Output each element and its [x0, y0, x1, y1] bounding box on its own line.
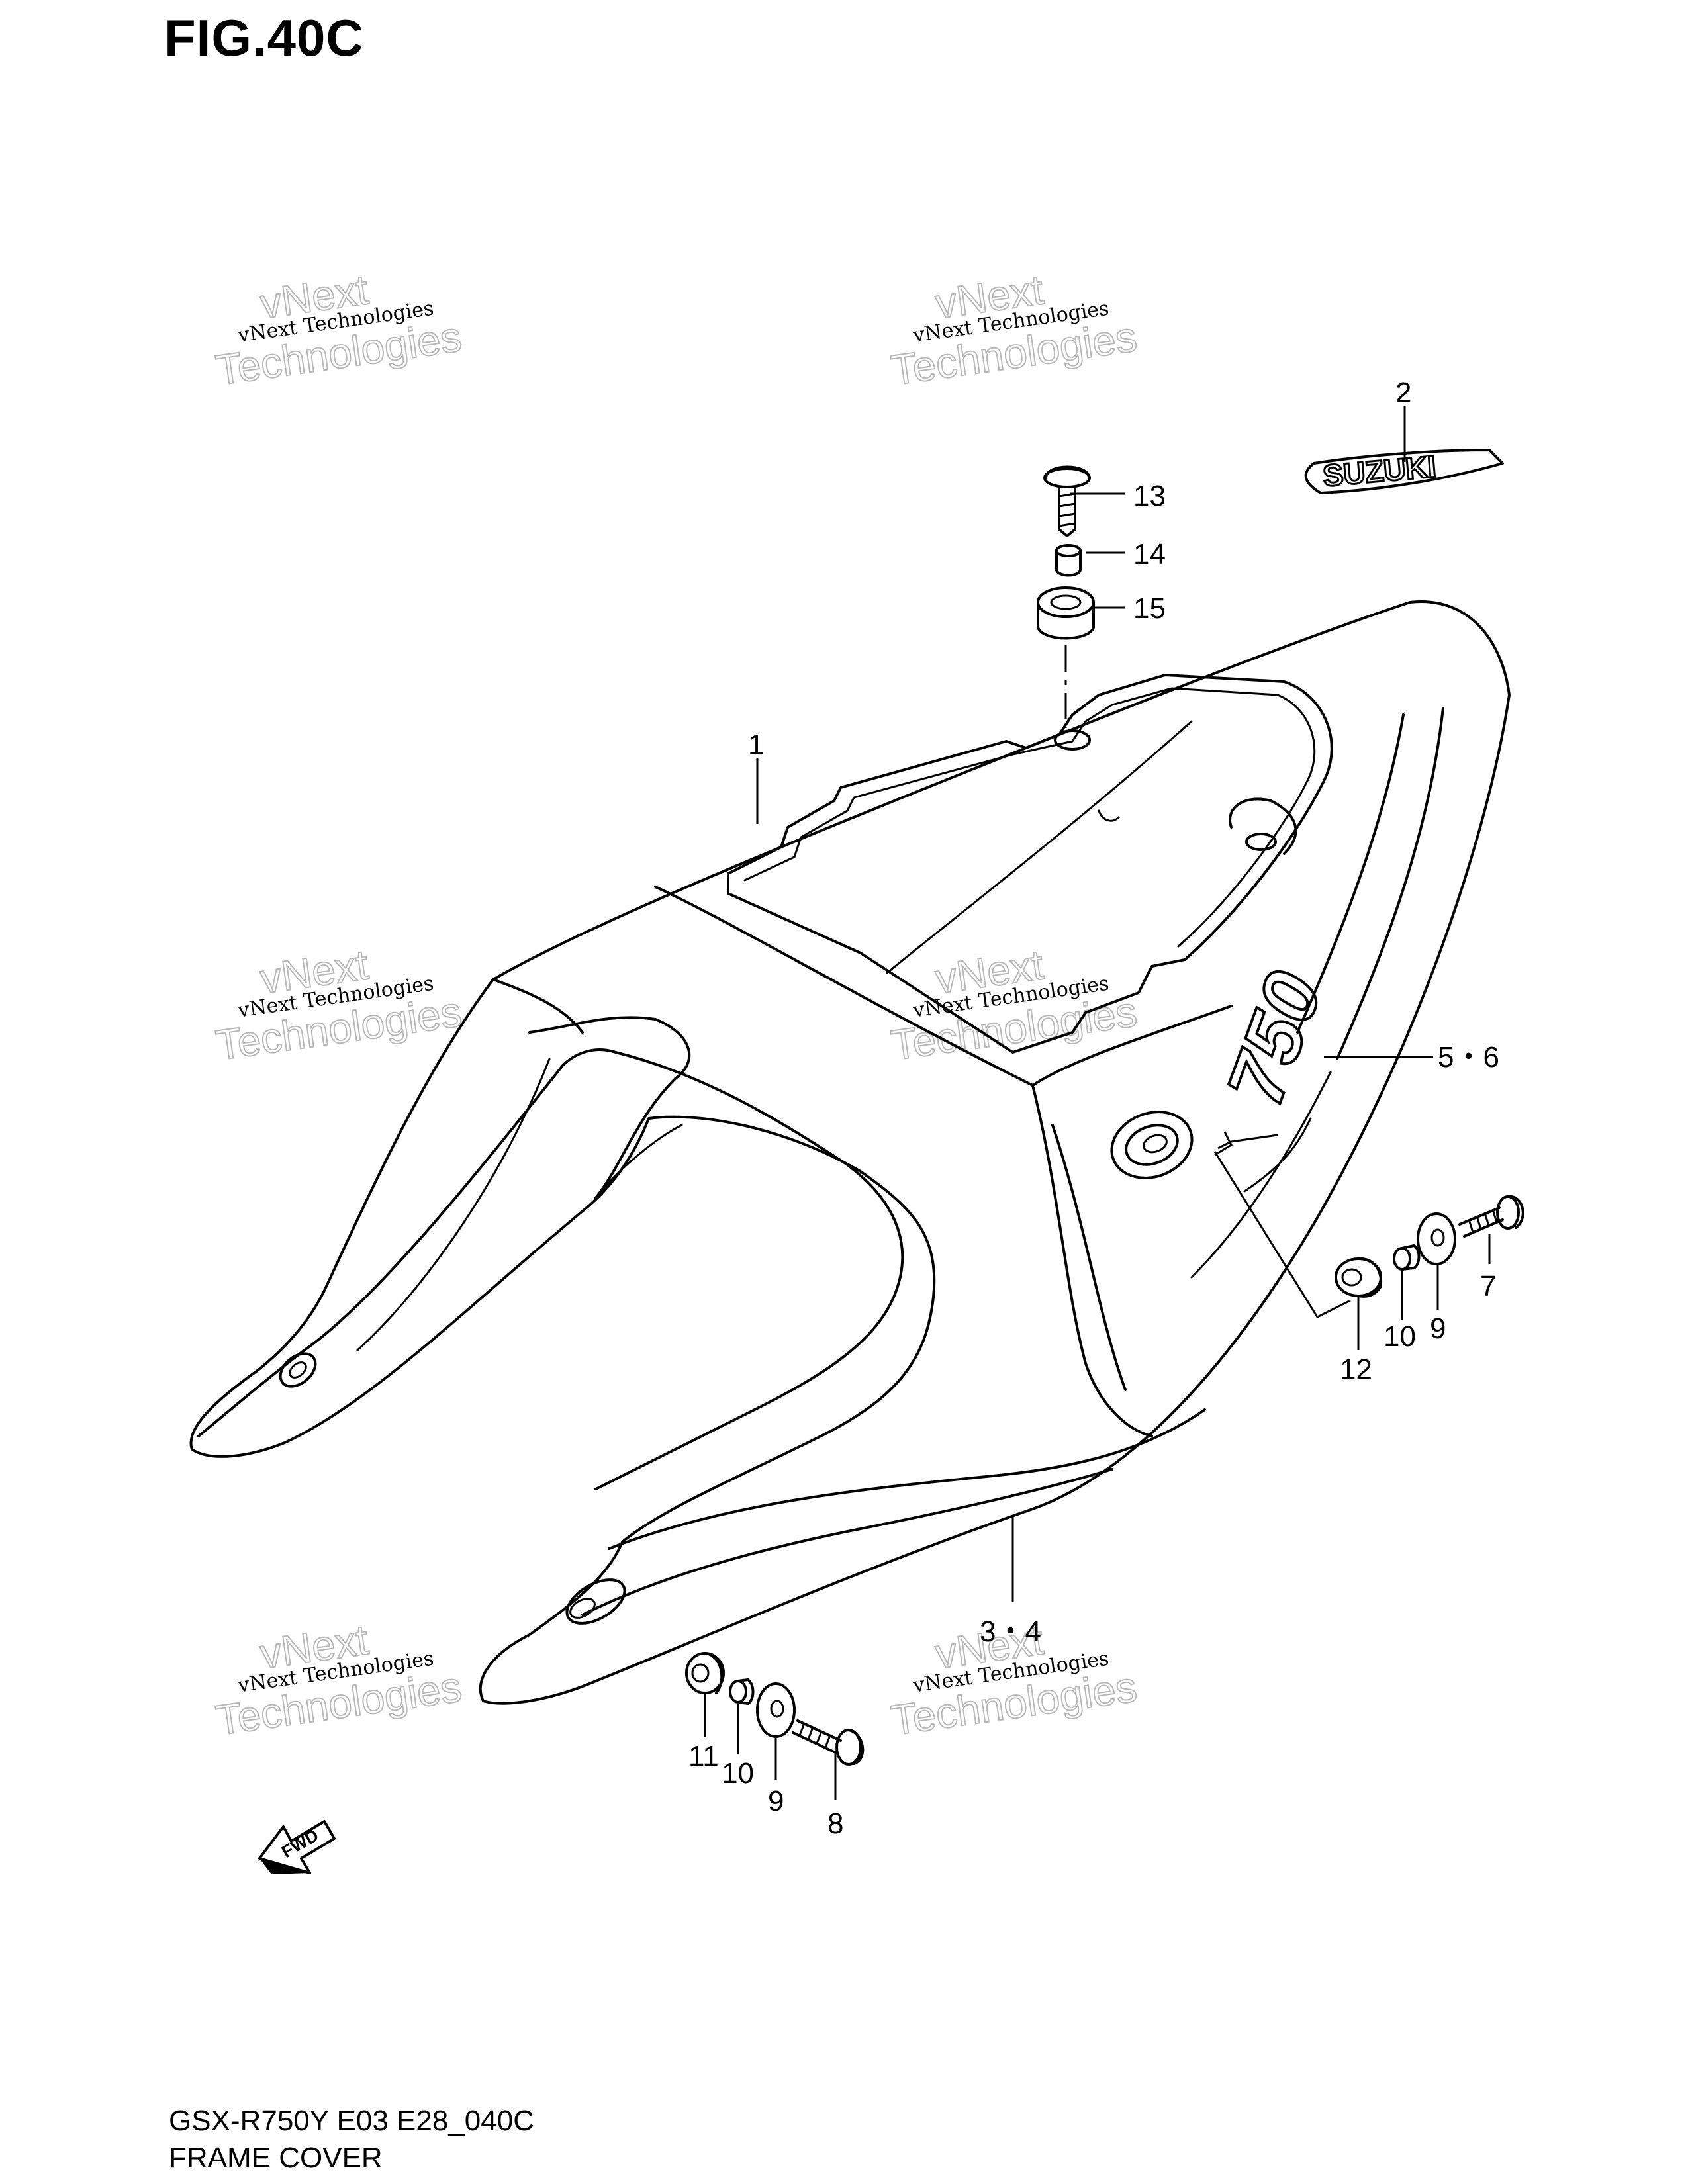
callout-9-right: 9: [1430, 1312, 1446, 1345]
collar-10-bottom: [729, 1678, 755, 1705]
callout-1: 1: [748, 729, 764, 761]
model-code: GSX-R750Y E03 E28_040C: [169, 2105, 534, 2137]
watermark-mid-left: Technologies vNext vNext Technologies: [212, 940, 465, 1069]
callout-3-4: 3・4: [980, 1615, 1041, 1648]
collar-10-right: [1393, 1244, 1421, 1271]
fwd-arrow-icon: FWD: [258, 1820, 336, 1874]
callout-5-6: 5・6: [1438, 1041, 1499, 1073]
callout-2: 2: [1395, 377, 1411, 409]
watermark-top-center: Technologies vNext vNext Technologies: [888, 265, 1141, 394]
svg-text:SUZUKI: SUZUKI: [1321, 449, 1437, 493]
callout-10-bottom: 10: [722, 1757, 754, 1790]
grommet-15: [1037, 586, 1095, 640]
watermark-mid-center: Technologies vNext vNext Technologies: [888, 940, 1141, 1069]
callout-13: 13: [1133, 480, 1166, 512]
grommet-11: [685, 1652, 725, 1694]
callout-9-bottom: 9: [768, 1785, 784, 1817]
grommet-12: [1335, 1257, 1383, 1298]
washer-9-bottom: [756, 1682, 796, 1738]
bolt-8: [792, 1719, 865, 1766]
washer-9-right: [1417, 1212, 1456, 1265]
callout-7: 7: [1480, 1270, 1496, 1302]
figure-title: FIG.40C: [164, 9, 364, 67]
watermark-bottom-center: Technologies vNext vNext Technologies: [888, 1615, 1141, 1745]
collar-14: [1055, 544, 1082, 577]
callout-15: 15: [1133, 592, 1166, 625]
callout-14: 14: [1133, 538, 1166, 570]
callout-8: 8: [827, 1807, 843, 1840]
watermark-top-left: Technologies vNext vNext Technologies: [212, 265, 465, 394]
callout-11: 11: [688, 1740, 719, 1772]
frame-cover-drawing: 750: [189, 600, 1511, 1705]
watermark-bottom-left: Technologies vNext vNext Technologies: [212, 1615, 465, 1745]
callout-10-right: 10: [1383, 1320, 1416, 1353]
section-name: FRAME COVER: [169, 2142, 383, 2174]
bolt-7: [1458, 1195, 1524, 1238]
callout-12: 12: [1340, 1353, 1372, 1386]
screw-13: [1043, 465, 1091, 537]
